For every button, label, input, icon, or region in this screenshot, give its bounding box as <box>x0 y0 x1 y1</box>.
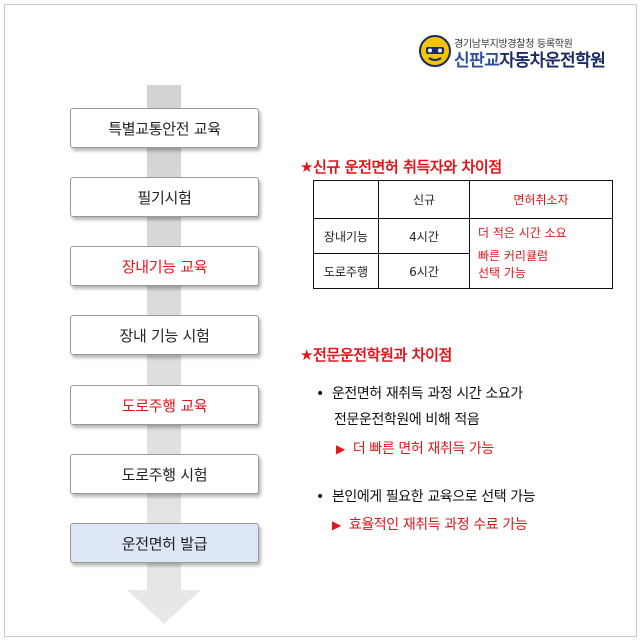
table-row-label: 장내기능 <box>313 218 379 254</box>
bullet2-result-text: 효율적인 재취득 과정 수료 가능 <box>348 517 528 533</box>
bullet-dot: • <box>316 386 324 402</box>
bullet1: • 운전면허 재취득 과정 시간 소요가 <box>316 383 523 403</box>
logo-name-part1: 신판교 <box>454 51 500 71</box>
table-cell-new: 6시간 <box>378 253 470 289</box>
section1-heading: ★신규 운전면허 취득자와 차이점 <box>300 158 502 176</box>
table-cell-revoked: 더 적은 시간 소요 빠른 커리큘럼 선택 가능 <box>469 218 613 289</box>
triangle-right-icon: ▶ <box>332 518 341 532</box>
table-header-empty <box>313 180 379 219</box>
academy-logo: 경기남부지방경찰청 등록학원 신판교자동차운전학원 <box>418 32 618 72</box>
step-written-test: 필기시험 <box>70 177 259 217</box>
table-header-row: 신규 면허취소자 <box>313 180 613 219</box>
table-row: 장내기능 4시간 더 적은 시간 소요 빠른 커리큘럼 선택 가능 <box>313 218 613 289</box>
revoked-line3: 선택 가능 <box>478 266 526 280</box>
comparison-table: 신규 면허취소자 장내기능 4시간 더 적은 시간 소요 빠른 커리큘럼 선택 … <box>313 180 613 289</box>
table-row: 도로주행 6시간 <box>313 253 613 289</box>
bullet2: • 본인에게 필요한 교육으로 선택 가능 <box>316 486 536 506</box>
table-cell-new: 4시간 <box>378 218 470 254</box>
table-header-revoked: 면허취소자 <box>469 180 613 219</box>
logo-badge-icon <box>419 35 451 67</box>
bullet-dot: • <box>316 489 324 505</box>
bullet2-result: ▶ 효율적인 재취득 과정 수료 가능 <box>332 514 528 534</box>
table-header-new: 신규 <box>378 180 470 219</box>
section2-heading: ★전문운전학원과 차이점 <box>300 346 452 364</box>
revoked-line1: 더 적은 시간 소요 <box>478 226 567 240</box>
page-frame <box>4 4 637 637</box>
bullet1-line2: 전문운전학원에 비해 적음 <box>334 412 480 428</box>
logo-subtitle: 경기남부지방경찰청 등록학원 <box>454 39 573 50</box>
step-course-skills-education: 장내기능 교육 <box>70 246 259 286</box>
step-license-issuance: 운전면허 발급 <box>70 523 259 563</box>
bullet1-result: ▶ 더 빠른 면허 재취득 가능 <box>336 438 494 458</box>
logo-name: 신판교자동차운전학원 <box>454 46 606 71</box>
bullet2-text: 본인에게 필요한 교육으로 선택 가능 <box>331 489 536 505</box>
revoked-line2: 빠른 커리큘럼 <box>478 249 549 263</box>
step-course-skills-test: 장내 기능 시험 <box>70 315 259 355</box>
step-special-safety-education: 특별교통안전 교육 <box>70 108 259 148</box>
step-road-driving-test: 도로주행 시험 <box>70 454 259 494</box>
step-road-driving-education: 도로주행 교육 <box>70 385 259 425</box>
table-row-label: 도로주행 <box>313 253 379 289</box>
bullet1-line1: 운전면허 재취득 과정 시간 소요가 <box>331 386 523 402</box>
triangle-right-icon: ▶ <box>336 442 345 456</box>
logo-name-part2: 자동차운전학원 <box>499 51 606 71</box>
bullet1-result-text: 더 빠른 면허 재취득 가능 <box>352 441 494 457</box>
